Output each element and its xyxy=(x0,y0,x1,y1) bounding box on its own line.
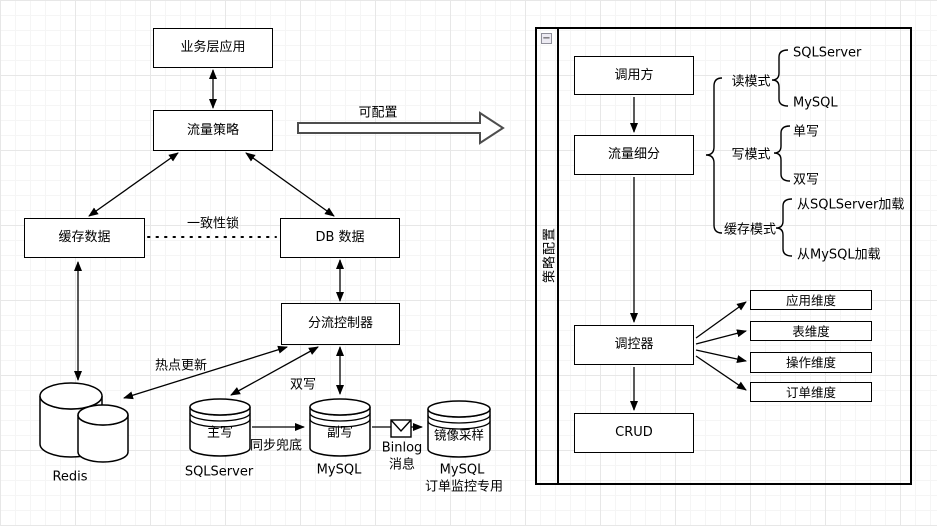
mode-cache-option-sqlserver: 从SQLServer加载 xyxy=(797,197,905,213)
node-dim-operation-label: 操作维度 xyxy=(785,355,836,370)
strategy-config-panel: − 策略配置 xyxy=(535,27,912,485)
label-sync-fallback: 同步兜底 xyxy=(249,438,303,454)
collapse-icon[interactable]: − xyxy=(541,33,552,44)
brace-read-mode xyxy=(771,49,789,107)
node-caller[interactable]: 调用方 xyxy=(574,56,694,95)
label-hotspot-update: 热点更新 xyxy=(154,358,208,374)
brace-cache-mode xyxy=(775,198,793,257)
sqlserver-cylinder[interactable] xyxy=(189,398,251,457)
node-dim-app-label: 应用维度 xyxy=(785,292,836,308)
brace-modes xyxy=(705,77,723,234)
mysql-inner-label: 副写 xyxy=(326,425,354,441)
panel-title-strip: − 策略配置 xyxy=(537,29,559,483)
node-regulator[interactable]: 调控器 xyxy=(574,325,694,365)
node-crud-label: CRUD xyxy=(615,425,653,441)
mode-write-option-single: 单写 xyxy=(793,124,820,140)
mysql-mirror-cylinder[interactable] xyxy=(427,400,491,458)
mode-write-option-double: 双写 xyxy=(793,172,820,188)
mysql-caption: MySQL xyxy=(316,462,362,478)
label-consistency-lock: 一致性锁 xyxy=(186,216,240,232)
node-dim-table-label: 表维度 xyxy=(792,323,830,339)
node-db-data-label: DB 数据 xyxy=(315,230,365,246)
node-dim-app[interactable]: 应用维度 xyxy=(750,290,872,310)
node-business-app[interactable]: 业务层应用 xyxy=(153,28,273,68)
envelope-icon[interactable] xyxy=(390,419,412,438)
node-cache-data[interactable]: 缓存数据 xyxy=(24,218,145,258)
edge-splitter-sqlserver xyxy=(230,346,319,396)
sqlserver-caption: SQLServer xyxy=(184,464,254,480)
mysql-cylinder[interactable] xyxy=(309,398,371,457)
node-caller-label: 调用方 xyxy=(614,67,654,83)
edge-strategy-db xyxy=(245,152,335,217)
node-split-controller-label: 分流控制器 xyxy=(307,316,373,332)
node-db-data[interactable]: DB 数据 xyxy=(280,218,400,258)
label-binlog-line1: Binlog xyxy=(381,440,423,456)
node-regulator-label: 调控器 xyxy=(614,337,654,353)
edge-regulator-dim3 xyxy=(695,349,747,363)
edge-regulator-dim2 xyxy=(695,329,747,345)
brace-write-mode xyxy=(773,125,791,182)
sqlserver-inner-label: 主写 xyxy=(206,425,234,441)
edge-regulator-dim4 xyxy=(695,355,747,391)
label-double-write: 双写 xyxy=(289,377,317,393)
node-dim-operation[interactable]: 操作维度 xyxy=(750,352,872,373)
node-dim-table[interactable]: 表维度 xyxy=(750,321,872,341)
node-traffic-split-label: 流量细分 xyxy=(607,147,660,163)
node-dim-order[interactable]: 订单维度 xyxy=(750,382,872,402)
node-dim-order-label: 订单维度 xyxy=(785,384,836,400)
mode-read-option-mysql: MySQL xyxy=(793,95,838,111)
edge-regulator-dim1 xyxy=(695,301,747,339)
mode-cache-option-mysql: 从MySQL加载 xyxy=(797,247,881,263)
big-configurable-arrow xyxy=(297,111,505,145)
edge-strategy-cache xyxy=(88,152,179,217)
label-configurable: 可配置 xyxy=(358,105,398,121)
mirror-inner-label: 镜像采样 xyxy=(433,427,485,443)
redis-caption: Redis xyxy=(52,469,88,485)
mirror-caption-line1: MySQL xyxy=(439,462,485,478)
label-binlog-line2: 消息 xyxy=(388,457,416,473)
mirror-caption-line2: 订单监控专用 xyxy=(424,479,504,495)
mode-cache-label: 缓存模式 xyxy=(723,222,777,238)
node-business-app-label: 业务层应用 xyxy=(180,40,246,56)
node-traffic-strategy[interactable]: 流量策略 xyxy=(153,110,273,151)
node-cache-data-label: 缓存数据 xyxy=(58,230,111,246)
node-split-controller[interactable]: 分流控制器 xyxy=(281,303,400,345)
node-traffic-strategy-label: 流量策略 xyxy=(186,122,239,138)
mode-read-label: 读模式 xyxy=(731,74,771,90)
redis-cylinder[interactable] xyxy=(39,382,129,463)
mode-write-label: 写模式 xyxy=(731,147,771,163)
node-crud[interactable]: CRUD xyxy=(574,413,694,453)
mode-read-option-sqlserver: SQLServer xyxy=(793,45,862,61)
node-traffic-split[interactable]: 流量细分 xyxy=(574,135,694,175)
panel-title: 策略配置 xyxy=(542,226,558,284)
